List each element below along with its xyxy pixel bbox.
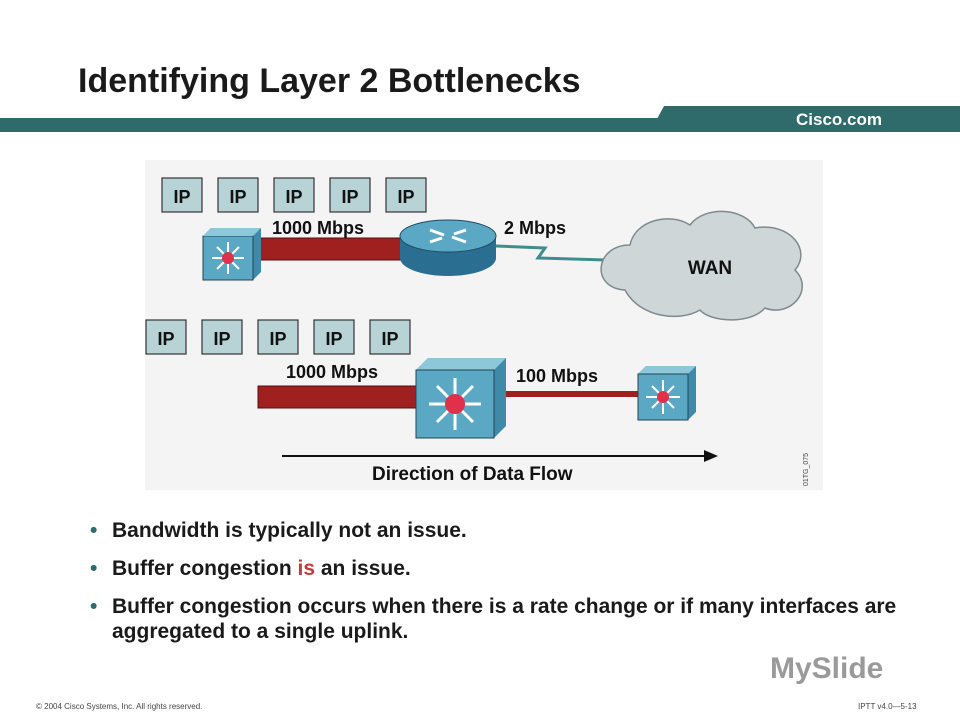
bullet-item: Buffer congestion is an issue.: [90, 556, 910, 581]
packet-label: IP: [397, 187, 414, 207]
bullet-item: Buffer congestion occurs when there is a…: [90, 594, 910, 644]
packet-label: IP: [213, 329, 230, 349]
bottom-1000-link: [257, 385, 421, 409]
footer-course: IPTT v4.0—5-13: [858, 702, 917, 711]
bottom-100-link: [504, 391, 644, 397]
top-switch-icon: [202, 228, 261, 281]
bullet-item: Bandwidth is typically not an issue.: [90, 518, 910, 543]
packet-label: IP: [229, 187, 246, 207]
bottom-link-in-label: 1000 Mbps: [286, 362, 378, 382]
packet-2: IP: [217, 177, 259, 213]
packet-7: IP: [201, 319, 243, 355]
packet-label: IP: [341, 187, 358, 207]
cisco-com-logo: Cisco.com: [796, 110, 882, 129]
packet-label: IP: [381, 329, 398, 349]
wan-label: WAN: [688, 258, 732, 279]
watermark-logo: MySlide: [770, 652, 884, 685]
packet-9: IP: [313, 319, 355, 355]
slide-title: Identifying Layer 2 Bottlenecks: [78, 62, 581, 100]
packet-1: IP: [161, 177, 203, 213]
packet-4: IP: [329, 177, 371, 213]
packet-label: IP: [173, 187, 190, 207]
bullet-text: Buffer congestion occurs when there is a…: [112, 595, 897, 643]
packet-8: IP: [257, 319, 299, 355]
flow-label: Direction of Data Flow: [372, 464, 573, 485]
bullet-highlight: is: [297, 557, 316, 580]
bullet-text-post: an issue.: [315, 557, 411, 580]
bottom-link-out-label: 100 Mbps: [516, 366, 598, 386]
header-bar: [0, 118, 960, 132]
figure-id: 01TG_075: [803, 453, 810, 486]
packet-label: IP: [157, 329, 174, 349]
top-link-out-label: 2 Mbps: [504, 218, 566, 238]
packet-label: IP: [325, 329, 342, 349]
top-1000-link: [257, 237, 409, 261]
packet-6: IP: [145, 319, 187, 355]
bottom-packet-row: IP IP IP IP IP: [145, 319, 411, 355]
packet-10: IP: [369, 319, 411, 355]
flow-arrow-head-icon: [704, 450, 718, 462]
packet-label: IP: [269, 329, 286, 349]
edge-switch-icon: [637, 366, 696, 421]
packet-5: IP: [385, 177, 427, 213]
bullet-text: Bandwidth is typically not an issue.: [112, 519, 467, 542]
top-link-in-label: 1000 Mbps: [272, 218, 364, 238]
wan-serial-link: [495, 244, 607, 262]
packet-3: IP: [273, 177, 315, 213]
bullet-list: Bandwidth is typically not an issue. Buf…: [90, 518, 910, 657]
packet-label: IP: [285, 187, 302, 207]
top-packet-row: IP IP IP IP IP: [161, 177, 427, 213]
bullet-text-pre: Buffer congestion: [112, 557, 298, 580]
aggregation-switch-icon: [415, 358, 506, 439]
footer-copyright: © 2004 Cisco Systems, Inc. All rights re…: [36, 702, 203, 711]
router-icon: [399, 219, 497, 276]
wan-cloud-icon: WAN: [600, 210, 803, 321]
